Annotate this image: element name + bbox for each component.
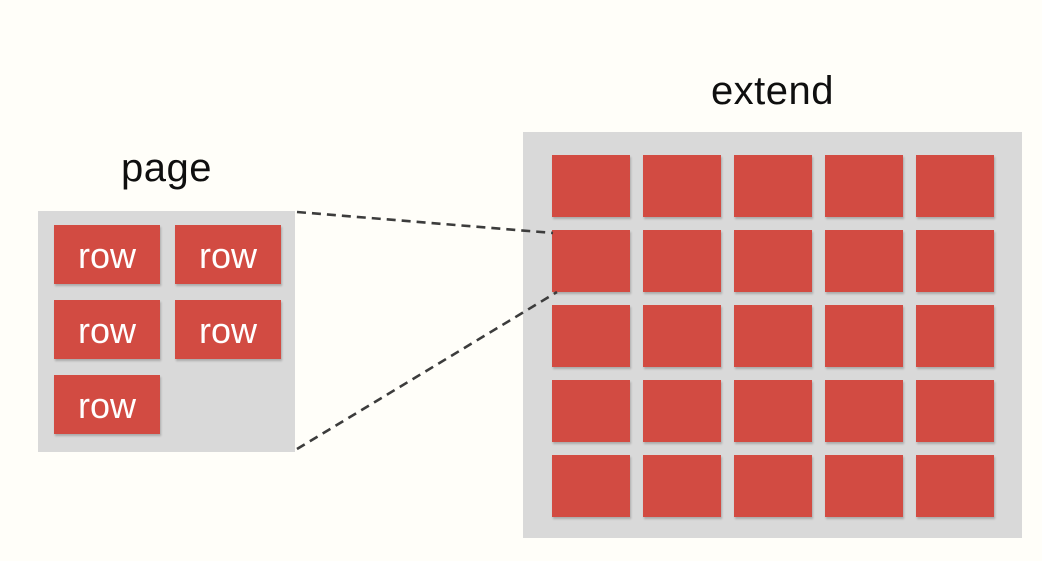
callout-line — [296, 290, 558, 451]
extend-cell-box — [734, 305, 812, 367]
extend-cell-box — [734, 230, 812, 292]
extend-cell-box — [552, 155, 630, 217]
extend-cell-box — [916, 230, 994, 292]
extend-cell-box — [552, 230, 630, 292]
extend-cell-box — [643, 230, 721, 292]
extend-cell-box — [916, 455, 994, 517]
extend-grid — [552, 155, 995, 517]
extend-cell-box — [825, 380, 903, 442]
extend-cell-box — [825, 230, 903, 292]
page-row-box: row — [54, 375, 160, 434]
page-label: page — [121, 146, 212, 190]
extend-cell-box — [643, 305, 721, 367]
page-row-box: row — [54, 300, 160, 359]
page-row-box: row — [175, 300, 281, 359]
extend-cell-box — [643, 455, 721, 517]
extend-label: extend — [710, 69, 835, 113]
extend-cell-box — [734, 155, 812, 217]
page-row-box: row — [175, 225, 281, 284]
extend-cell-box — [552, 380, 630, 442]
extend-panel — [523, 132, 1022, 538]
extend-cell-box — [552, 455, 630, 517]
extend-cell-box — [643, 380, 721, 442]
extend-cell-box — [916, 380, 994, 442]
extend-cell-box — [734, 455, 812, 517]
extend-cell-box — [552, 305, 630, 367]
extend-cell-box — [825, 305, 903, 367]
extend-cell-box — [643, 155, 721, 217]
extend-cell-box — [734, 380, 812, 442]
extend-cell-box — [916, 155, 994, 217]
page-row-box: row — [54, 225, 160, 284]
extend-cell-box — [825, 155, 903, 217]
extend-cell-box — [825, 455, 903, 517]
extend-cell-box — [916, 305, 994, 367]
callout-line — [296, 210, 554, 235]
